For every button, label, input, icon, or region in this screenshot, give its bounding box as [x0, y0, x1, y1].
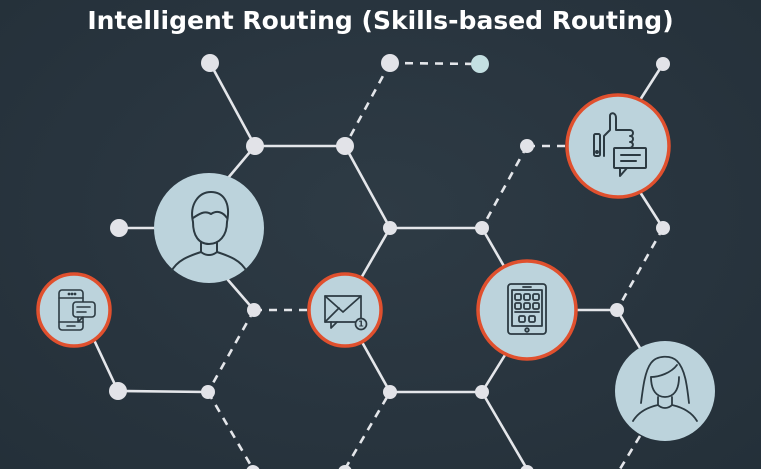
node	[247, 303, 261, 317]
person-female-icon	[632, 355, 698, 422]
node	[520, 465, 534, 469]
node	[656, 57, 670, 71]
node-accent	[471, 55, 489, 73]
hub-tablet	[476, 259, 578, 361]
network-nodes	[109, 54, 670, 469]
node	[475, 385, 489, 399]
node	[475, 221, 489, 235]
node	[610, 303, 624, 317]
person-male-icon	[170, 191, 248, 273]
node	[656, 221, 670, 235]
node	[383, 221, 397, 235]
thumbs-up-chat-icon	[593, 112, 647, 177]
hub-agent-male	[154, 173, 264, 283]
hub-email: 1	[307, 272, 383, 348]
node	[246, 465, 260, 469]
node	[520, 139, 534, 153]
phone-chat-icon	[58, 289, 96, 331]
node	[336, 137, 354, 155]
node	[201, 385, 215, 399]
page-title: Intelligent Routing (Skills-based Routin…	[87, 6, 674, 35]
node	[109, 382, 127, 400]
hub-feedback	[565, 93, 671, 199]
node	[338, 465, 352, 469]
node	[201, 54, 219, 72]
node	[246, 137, 264, 155]
envelope-notification-icon	[324, 295, 368, 331]
node	[110, 219, 128, 237]
node	[381, 54, 399, 72]
node	[383, 385, 397, 399]
tablet-apps-icon	[507, 283, 547, 335]
hub-agent-female	[615, 341, 715, 441]
hub-mobile-chat	[36, 272, 112, 348]
notification-count: 1	[358, 320, 364, 329]
